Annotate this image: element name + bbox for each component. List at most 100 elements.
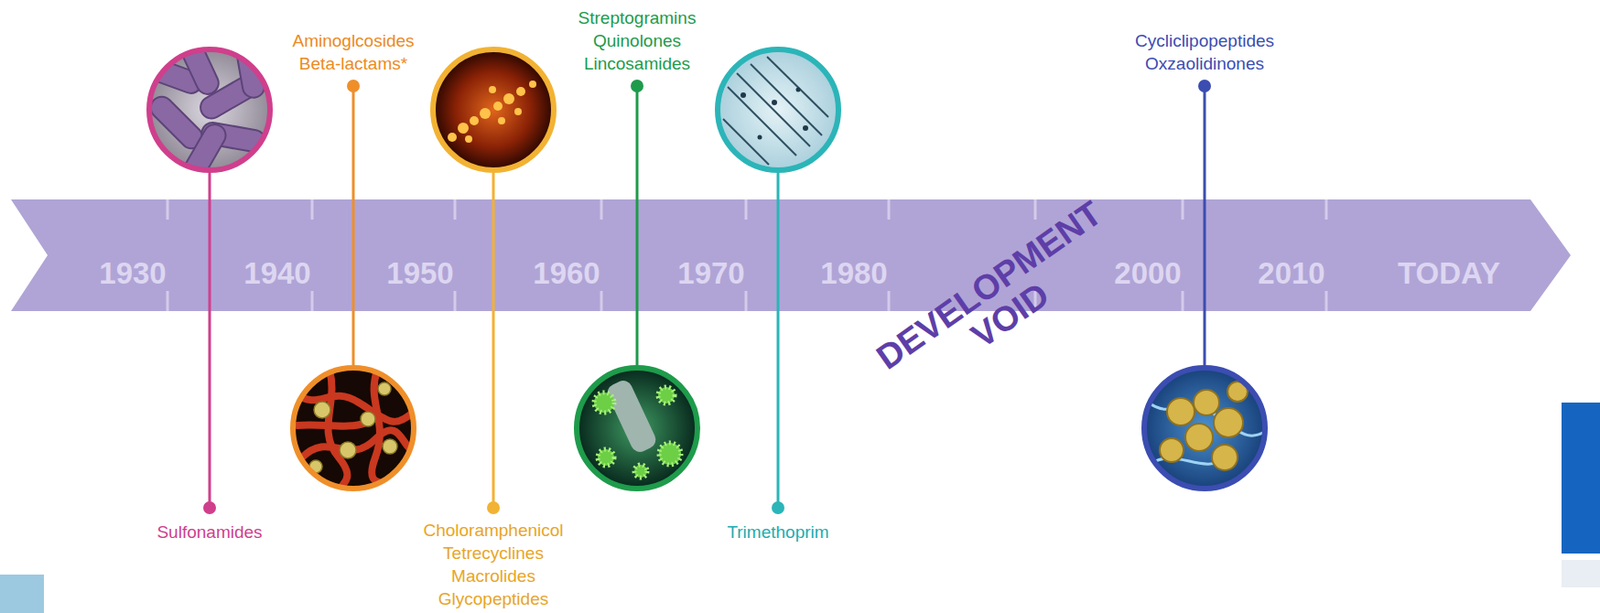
stem-line: [208, 172, 212, 509]
tick: [311, 199, 314, 220]
class-list: CycliclipopeptidesOxzaolidinones: [1135, 29, 1275, 76]
decade-label: TODAY: [1397, 256, 1501, 292]
tick: [166, 199, 170, 220]
stem-line: [492, 172, 496, 509]
class-list: Sulfonamides: [156, 520, 262, 544]
fibrin-mesh: [302, 430, 417, 458]
rod-bacterium: [233, 32, 267, 99]
tick: [600, 199, 604, 220]
tick: [600, 291, 604, 312]
micrograph-ground: [715, 47, 841, 173]
coccus: [382, 439, 398, 455]
stem-dot: [486, 501, 500, 515]
micrograph-ground: [431, 47, 556, 173]
tick: [454, 291, 457, 312]
stem-dot: [203, 501, 217, 515]
class-list: CholoramphenicolTetrecyclinesMacrolidesG…: [422, 518, 563, 611]
antibiotic-marker: AminoglcosidesBeta-lactams*: [290, 365, 417, 492]
antibiotic-class: Tetrecyclines: [422, 541, 563, 565]
tick: [1325, 199, 1329, 220]
culture-streak: [736, 73, 811, 147]
timeline-band: [10, 199, 1571, 312]
coccus: [1159, 438, 1184, 463]
coccus: [1227, 381, 1248, 402]
antibiotic-class: Choloramphenicol: [422, 518, 563, 542]
micrograph-ground: [291, 366, 416, 491]
tick: [745, 291, 748, 312]
antibiotic-class: Sulfonamides: [156, 520, 262, 544]
antibiotic-marker: StreptograminsQuinolonesLincosamides: [573, 365, 701, 492]
tick: [1181, 199, 1185, 220]
side-panel: [1561, 402, 1600, 554]
stem-dot: [1198, 79, 1211, 93]
tick: [745, 199, 748, 220]
micrograph: [574, 366, 700, 491]
void-banner: DEVELOPMENT VOID: [854, 183, 1145, 418]
micrograph-ground: [1142, 366, 1267, 491]
coccus: [378, 382, 391, 396]
decade-label: 2000: [1113, 256, 1181, 292]
antibiotic-class: Aminoglcosides: [291, 29, 414, 53]
tick: [887, 199, 891, 220]
coccus: [309, 460, 323, 474]
micrograph: [715, 47, 841, 173]
colony-dot: [802, 125, 809, 131]
class-list: AminoglcosidesBeta-lactams*: [291, 29, 414, 76]
rod-bacterium: [178, 120, 230, 188]
stem-dot: [771, 501, 785, 515]
antibiotic-class: Beta-lactams*: [291, 52, 414, 76]
virus-particle: [597, 449, 615, 466]
coccus: [1167, 398, 1195, 426]
micrograph: [431, 47, 556, 173]
fibrin-mesh: [327, 370, 348, 490]
decade-label: 1930: [98, 256, 166, 292]
coccus: [1211, 444, 1238, 471]
decade-label: 2010: [1257, 256, 1325, 292]
antibiotic-class: Glycopeptides: [422, 587, 563, 611]
culture-streak: [767, 56, 829, 118]
side-panel: [1561, 560, 1600, 588]
colony-dot: [479, 108, 491, 119]
micrograph-ground: [574, 366, 700, 491]
stem-dot: [346, 79, 360, 93]
corner-panel: [0, 574, 44, 613]
colony-dot: [493, 101, 503, 111]
coccus: [360, 411, 376, 427]
antibiotic-class: Oxzaolidinones: [1135, 52, 1275, 76]
colony-dot: [796, 87, 801, 93]
stem-line: [1203, 86, 1207, 366]
class-list: Trimethoprim: [726, 520, 829, 544]
tick: [166, 291, 170, 312]
decade-label: 1970: [677, 256, 745, 292]
antibiotic-class: Macrolides: [422, 564, 563, 588]
coccus: [313, 401, 331, 419]
coccus: [1193, 389, 1220, 416]
colony-dot: [740, 92, 746, 98]
antibiotic-class: Streptogramins: [578, 6, 697, 30]
fibrin-mesh: [294, 393, 414, 422]
virus-particle: [594, 392, 615, 413]
coccus: [339, 442, 357, 459]
culture-streak: [723, 118, 769, 165]
colony-dot: [503, 93, 515, 105]
colony-dot: [497, 117, 506, 125]
colony-dot: [464, 135, 473, 143]
tick: [887, 291, 891, 312]
micrograph: [291, 366, 417, 491]
decade-label: 1950: [386, 256, 454, 292]
colony-dot: [488, 86, 497, 94]
virus-particle: [658, 387, 675, 404]
colony-dot: [771, 99, 778, 106]
antibiotic-marker: Trimethoprim: [714, 46, 842, 173]
decade-ticks: [167, 199, 1327, 312]
decade-label: 1940: [243, 256, 311, 292]
colony-dot: [469, 116, 479, 126]
colony-dot: [457, 122, 469, 134]
tick: [1181, 291, 1185, 312]
tick: [1325, 291, 1329, 312]
colony-dot: [514, 108, 522, 116]
colony-dot: [516, 86, 526, 97]
colony-dot: [447, 132, 457, 142]
coccus: [1185, 423, 1213, 452]
